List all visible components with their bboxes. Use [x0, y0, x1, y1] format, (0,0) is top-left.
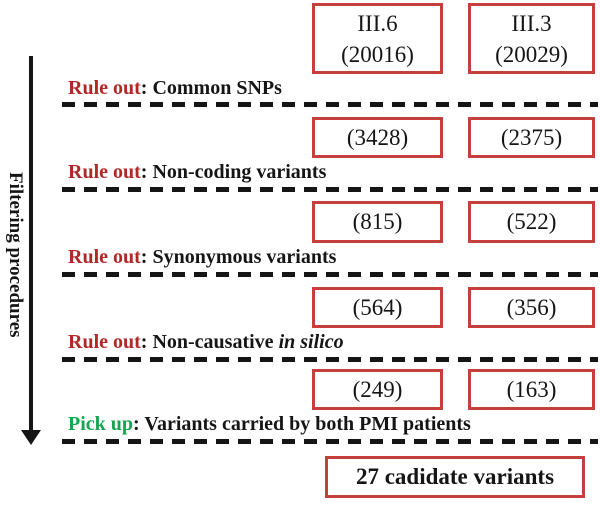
count-box-III3-step2: (522) — [468, 201, 595, 243]
count-box-III6-step3: (564) — [312, 287, 443, 328]
sample-box-III3: III.3 (20029) — [468, 3, 595, 74]
dashed-separator-2 — [62, 187, 598, 192]
step-description: : Non-causative — [140, 331, 279, 353]
sample-box-III3-text: III.3 (20029) — [495, 8, 568, 70]
step-action: Rule out — [68, 161, 141, 183]
final-result-label: 27 cadidate variants — [355, 464, 555, 489]
variant-count: (163) — [506, 376, 557, 402]
step-label-non-coding: Rule out: Non-coding variants — [68, 160, 326, 186]
variant-count: (2375) — [500, 124, 563, 150]
step-description-italic: in silico — [278, 331, 344, 353]
count-box-III6-step4: (249) — [312, 369, 443, 410]
step-action: Rule out — [68, 246, 141, 268]
variant-count: (356) — [506, 294, 557, 320]
variant-count: (3428) — [346, 124, 409, 150]
sample-initial-count: (20016) — [341, 41, 414, 67]
count-box-III3-step4: (163) — [468, 369, 595, 410]
sample-box-III6-text: III.6 (20016) — [341, 8, 414, 70]
variant-count: (564) — [352, 294, 403, 320]
step-label-common-snps: Rule out: Common SNPs — [68, 76, 282, 102]
sample-id: III.6 — [357, 10, 398, 36]
dashed-separator-3 — [62, 272, 598, 277]
step-description: : Non-coding variants — [140, 161, 327, 183]
filtering-procedures-axis-label: Filtering procedures — [5, 171, 26, 338]
sample-initial-count: (20029) — [495, 41, 568, 67]
step-label-non-causative: Rule out: Non-causative in silico — [68, 330, 344, 356]
variant-count: (522) — [506, 209, 557, 234]
filtering-arrow-head-icon — [21, 430, 41, 445]
dashed-separator-1 — [62, 102, 598, 107]
count-box-III3-step1: (2375) — [468, 117, 595, 158]
step-action: Pick up — [68, 413, 134, 435]
step-description: : Variants carried by both PMI patients — [133, 413, 471, 435]
count-box-III6-step1: (3428) — [312, 117, 443, 158]
step-action: Rule out — [68, 77, 141, 99]
step-label-pick-up: Pick up: Variants carried by both PMI pa… — [68, 412, 471, 438]
dashed-separator-4 — [62, 357, 598, 362]
count-box-III6-step2: (815) — [312, 201, 443, 243]
sample-box-III6: III.6 (20016) — [312, 3, 443, 74]
final-result-box: 27 cadidate variants — [325, 456, 585, 498]
sample-id: III.3 — [511, 10, 552, 36]
variant-count: (249) — [352, 376, 403, 402]
step-action: Rule out — [68, 331, 141, 353]
step-description: : Synonymous variants — [140, 246, 337, 268]
step-description: : Common SNPs — [140, 77, 282, 99]
count-box-III3-step3: (356) — [468, 287, 595, 328]
filtering-arrow-line — [29, 56, 33, 432]
variant-count: (815) — [352, 209, 403, 234]
step-label-synonymous: Rule out: Synonymous variants — [68, 245, 336, 271]
dashed-separator-5 — [62, 439, 598, 444]
